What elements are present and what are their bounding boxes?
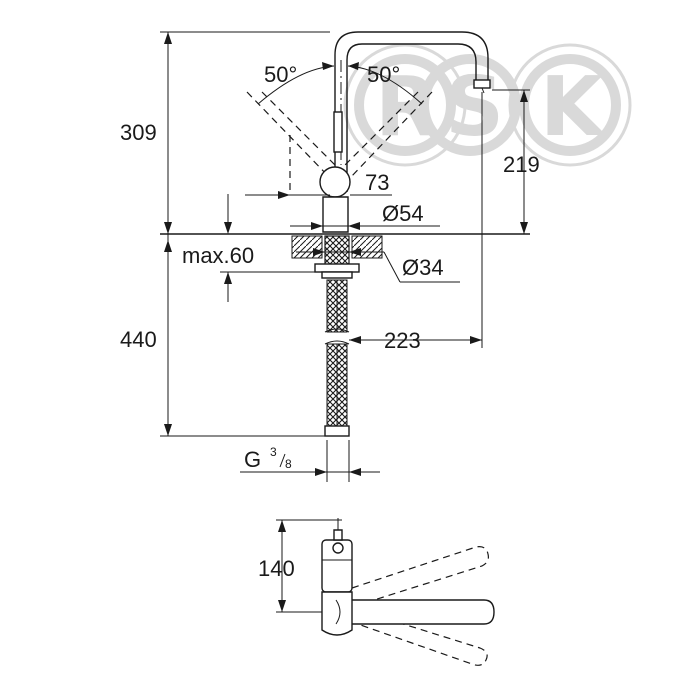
dim-total-height-label: 309 — [120, 120, 157, 145]
watermark-letter-s: S — [445, 60, 504, 155]
faucet-body — [322, 196, 349, 233]
hose-connector — [324, 425, 350, 437]
handle-lever — [333, 111, 343, 153]
dimension-hole-diameter: Ø34 — [296, 248, 460, 283]
countertop-right — [351, 235, 383, 259]
dim-connection-thread-denominator: 8 — [285, 457, 292, 471]
dim-connection-thread-numerator: 3 — [270, 445, 277, 459]
handle-body — [319, 166, 351, 198]
dim-top-depth-label: 140 — [258, 556, 295, 581]
dim-swivel-left-label: 50° — [264, 62, 297, 87]
mounting-nut — [314, 263, 360, 273]
spout — [334, 31, 489, 192]
dim-max-deck-label: max.60 — [182, 243, 254, 268]
dim-hole-diameter-label: Ø34 — [402, 255, 444, 280]
dimension-base-diameter: Ø54 — [290, 200, 440, 232]
dim-spout-height-label: 219 — [503, 152, 540, 177]
dim-connection-thread-label: G — [244, 447, 261, 472]
dimension-connection-thread: G 3 8 — [240, 440, 380, 482]
watermark-letter-r: R — [375, 60, 438, 155]
dim-hose-length-label: 440 — [120, 327, 157, 352]
dimension-reach: 223 — [349, 92, 483, 353]
dim-swivel-right-label: 50° — [367, 62, 400, 87]
dim-base-diameter-label: Ø54 — [382, 201, 424, 226]
dimension-max-deck: max.60 — [182, 194, 318, 302]
dimension-hose-length: 440 — [120, 234, 325, 437]
dimension-swivel-angles: 50° 50° — [257, 62, 423, 105]
faucet-top-view: 140 — [258, 518, 495, 666]
dimension-handle-height: 73 — [245, 170, 392, 199]
dimension-top-depth: 140 — [258, 519, 342, 613]
faucet-side-view: 309 219 50° 50° 73 — [120, 31, 540, 482]
mounting-shank — [324, 235, 350, 267]
dimension-total-height: 309 — [120, 31, 330, 234]
swivel-range-lines — [246, 91, 433, 195]
aerator — [473, 79, 491, 89]
dim-handle-height-label: 73 — [365, 170, 389, 195]
watermark-logo: R S K — [343, 43, 632, 167]
top-swivel-range — [351, 546, 489, 666]
dim-reach-label: 223 — [384, 328, 421, 353]
watermark-letter-k: K — [540, 60, 607, 155]
countertop-left — [291, 235, 323, 259]
dimension-spout-height: 219 — [492, 89, 540, 234]
